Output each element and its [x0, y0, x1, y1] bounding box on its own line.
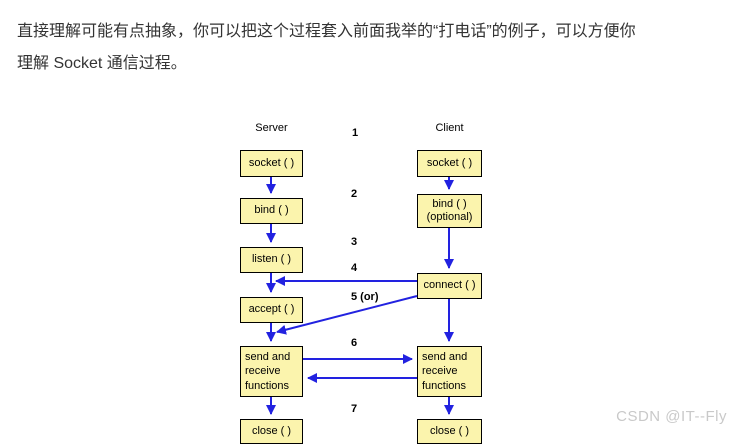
step-number-1: 1 [352, 127, 359, 139]
server-bind-box: bind ( ) [240, 198, 303, 224]
intro-line-1: 直接理解可能有点抽象，你可以把这个过程套入前面我举的“打电话”的例子，可以方便你 [17, 23, 636, 40]
step-number-2: 2 [351, 188, 358, 200]
client-bind-label: bind ( ) [432, 197, 467, 210]
client-send-receive-box: send and receive functions [417, 346, 482, 397]
server-close-box: close ( ) [240, 419, 303, 444]
client-bind-box: bind ( ) (optional) [417, 194, 482, 228]
client-socket-box: socket ( ) [417, 150, 482, 177]
intro-line-2: 理解 Socket 通信过程。 [17, 55, 187, 72]
client-bind-optional-label: (optional) [426, 211, 473, 223]
csdn-watermark: CSDN @IT--Fly [616, 408, 727, 425]
server-socket-box: socket ( ) [240, 150, 303, 177]
client-connect-box: connect ( ) [417, 273, 482, 299]
client-column-label: Client [435, 122, 464, 134]
server-column-label: Server [255, 122, 288, 134]
step-number-5-or: 5 (or) [351, 291, 379, 303]
step-number-3: 3 [351, 236, 358, 248]
client-close-box: close ( ) [417, 419, 482, 444]
server-accept-box: accept ( ) [240, 297, 303, 323]
server-listen-box: listen ( ) [240, 247, 303, 273]
step-number-6: 6 [351, 337, 358, 349]
step-number-7: 7 [351, 403, 358, 415]
step-number-4: 4 [351, 262, 358, 274]
server-send-receive-box: send and receive functions [240, 346, 303, 397]
intro-paragraph: 直接理解可能有点抽象，你可以把这个过程套入前面我举的“打电话”的例子，可以方便你… [17, 16, 717, 80]
